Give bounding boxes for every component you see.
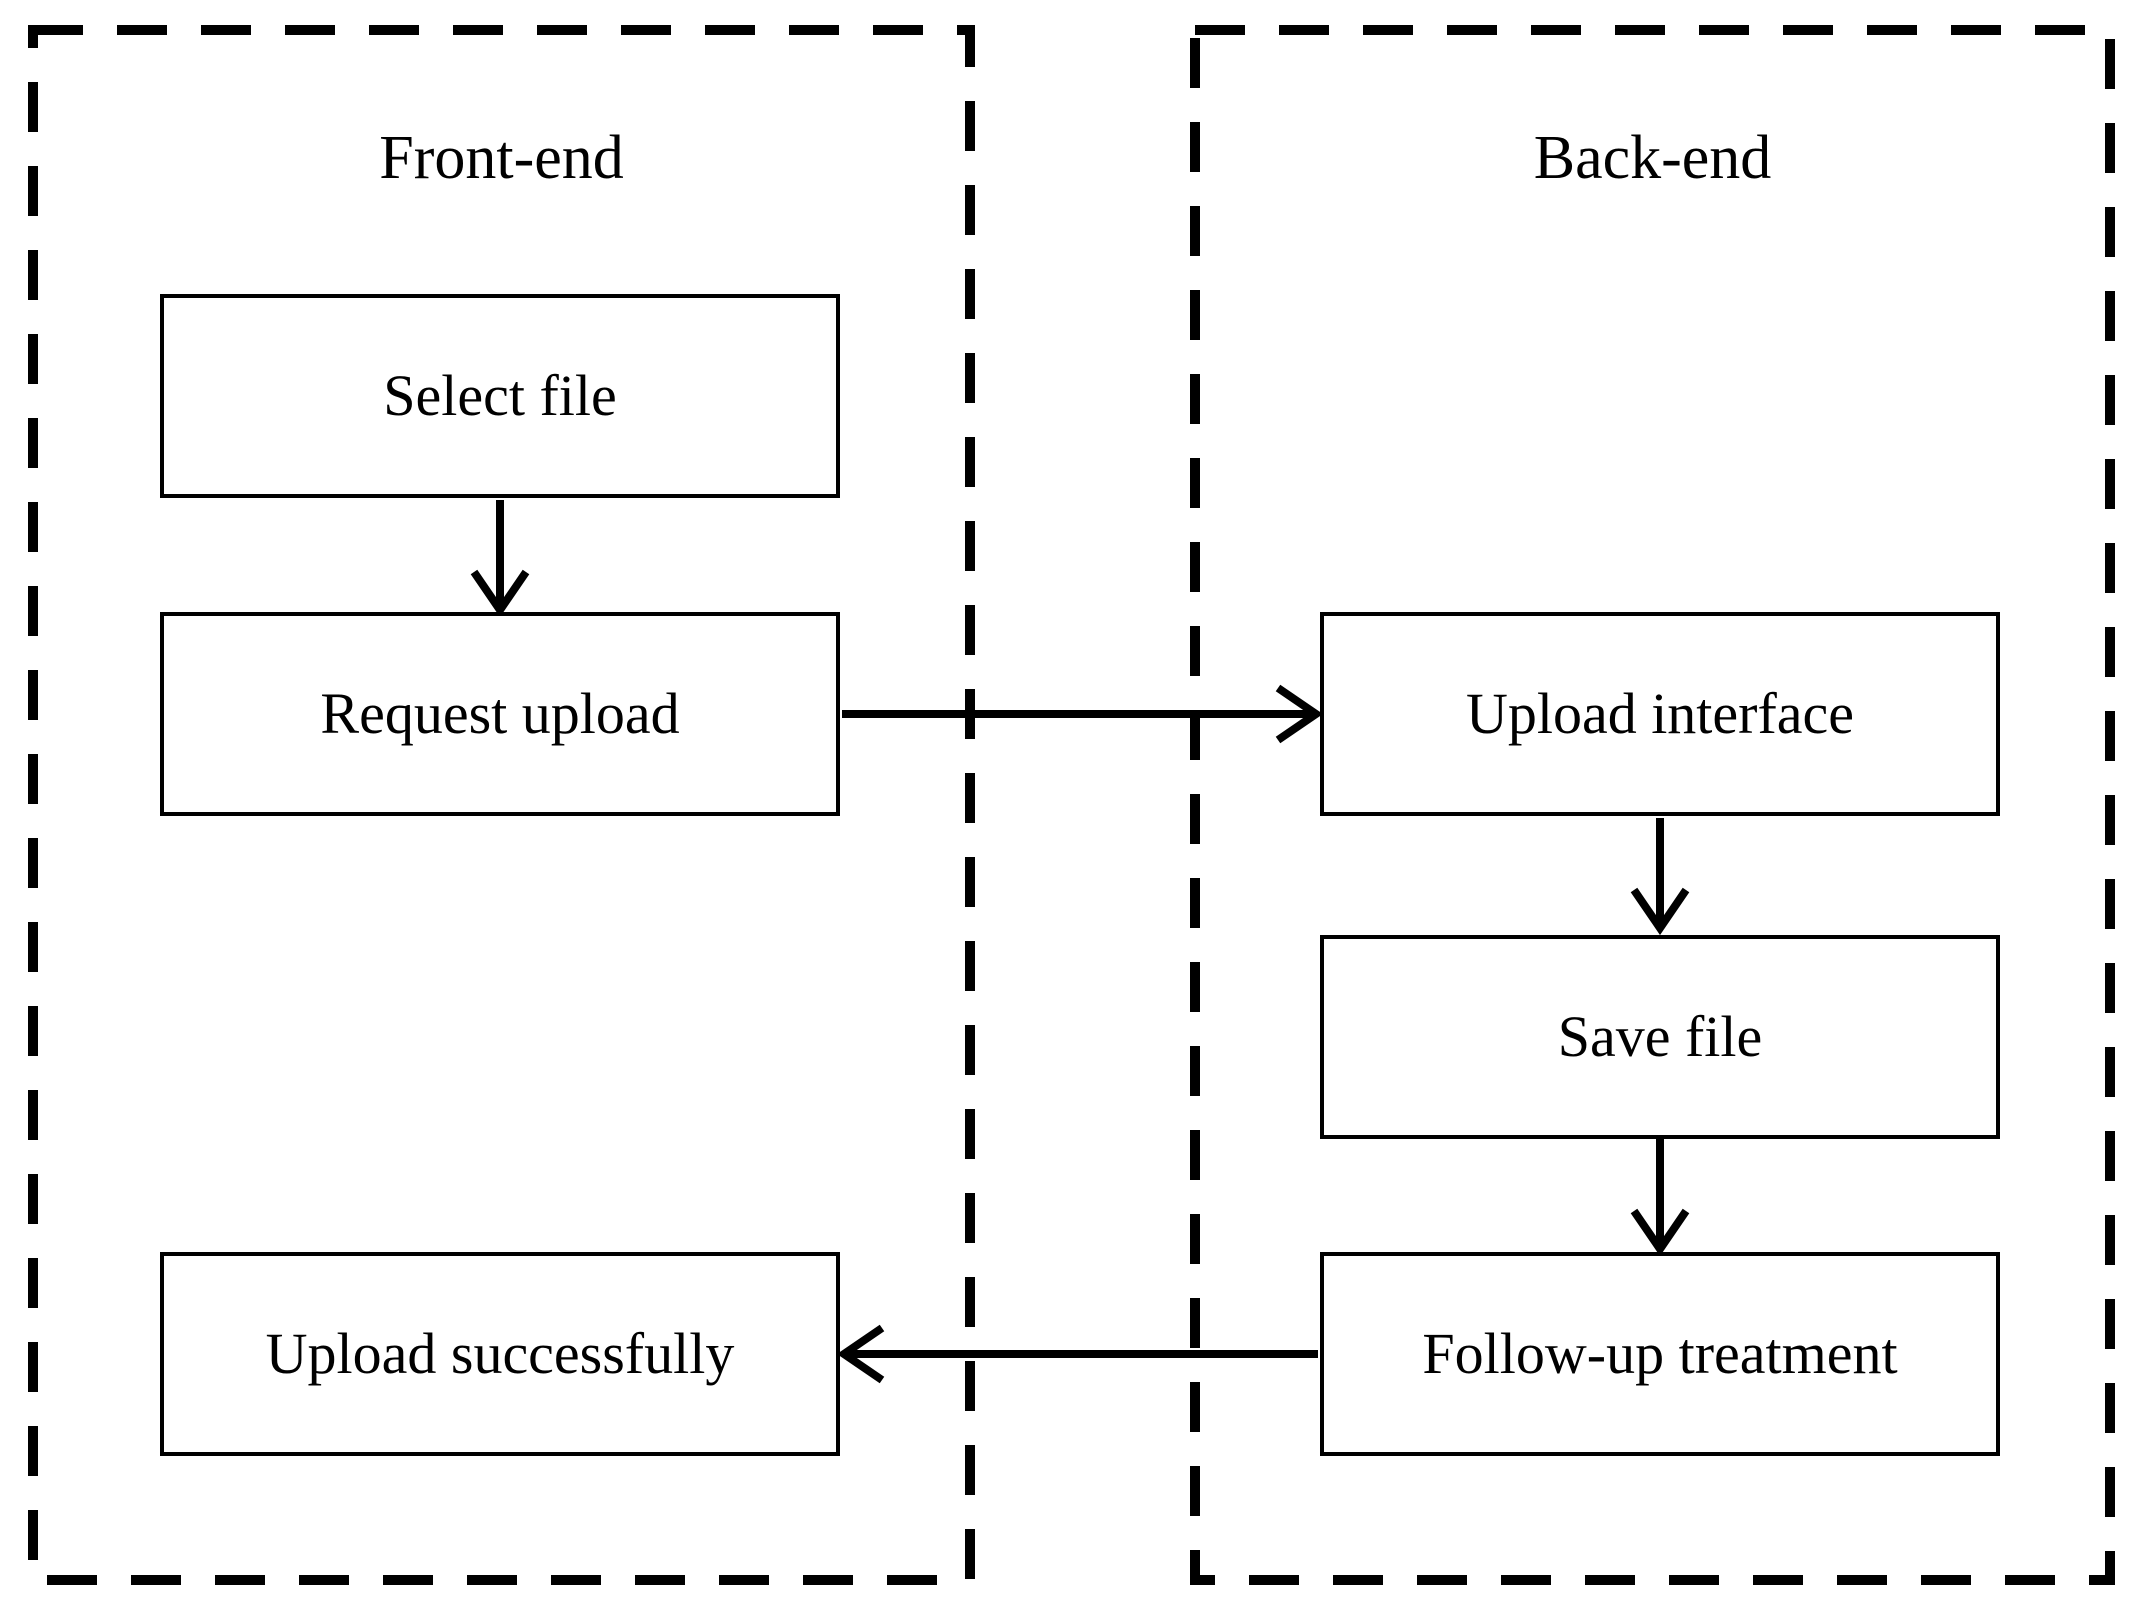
node-upload-successfully: Upload successfully (160, 1252, 840, 1456)
node-request-upload: Request upload (160, 612, 840, 816)
node-upload-successfully-label: Upload successfully (265, 1321, 735, 1386)
node-select-file: Select file (160, 294, 840, 498)
lane-front-end-border (28, 25, 975, 1585)
arrow-save-file-to-follow-up-treatment (1630, 1139, 1690, 1257)
node-upload-interface-label: Upload interface (1465, 681, 1855, 746)
arrow-request-upload-to-upload-interface (842, 684, 1324, 744)
lane-back-end-label: Back-end (1533, 124, 1772, 192)
lane-front-end-label: Front-end (379, 124, 624, 192)
arrow-follow-up-treatment-to-upload-successfully (836, 1324, 1318, 1384)
node-upload-interface: Upload interface (1320, 612, 2000, 816)
node-save-file-label: Save file (1557, 1004, 1763, 1069)
arrow-upload-interface-to-save-file (1630, 818, 1690, 936)
node-follow-up-treatment-label: Follow-up treatment (1422, 1321, 1898, 1386)
node-follow-up-treatment: Follow-up treatment (1320, 1252, 2000, 1456)
lane-back-end-border (1190, 25, 2115, 1585)
node-request-upload-label: Request upload (320, 681, 680, 746)
arrow-select-file-to-request-upload (470, 500, 530, 618)
node-save-file: Save file (1320, 935, 2000, 1139)
node-select-file-label: Select file (383, 363, 617, 428)
